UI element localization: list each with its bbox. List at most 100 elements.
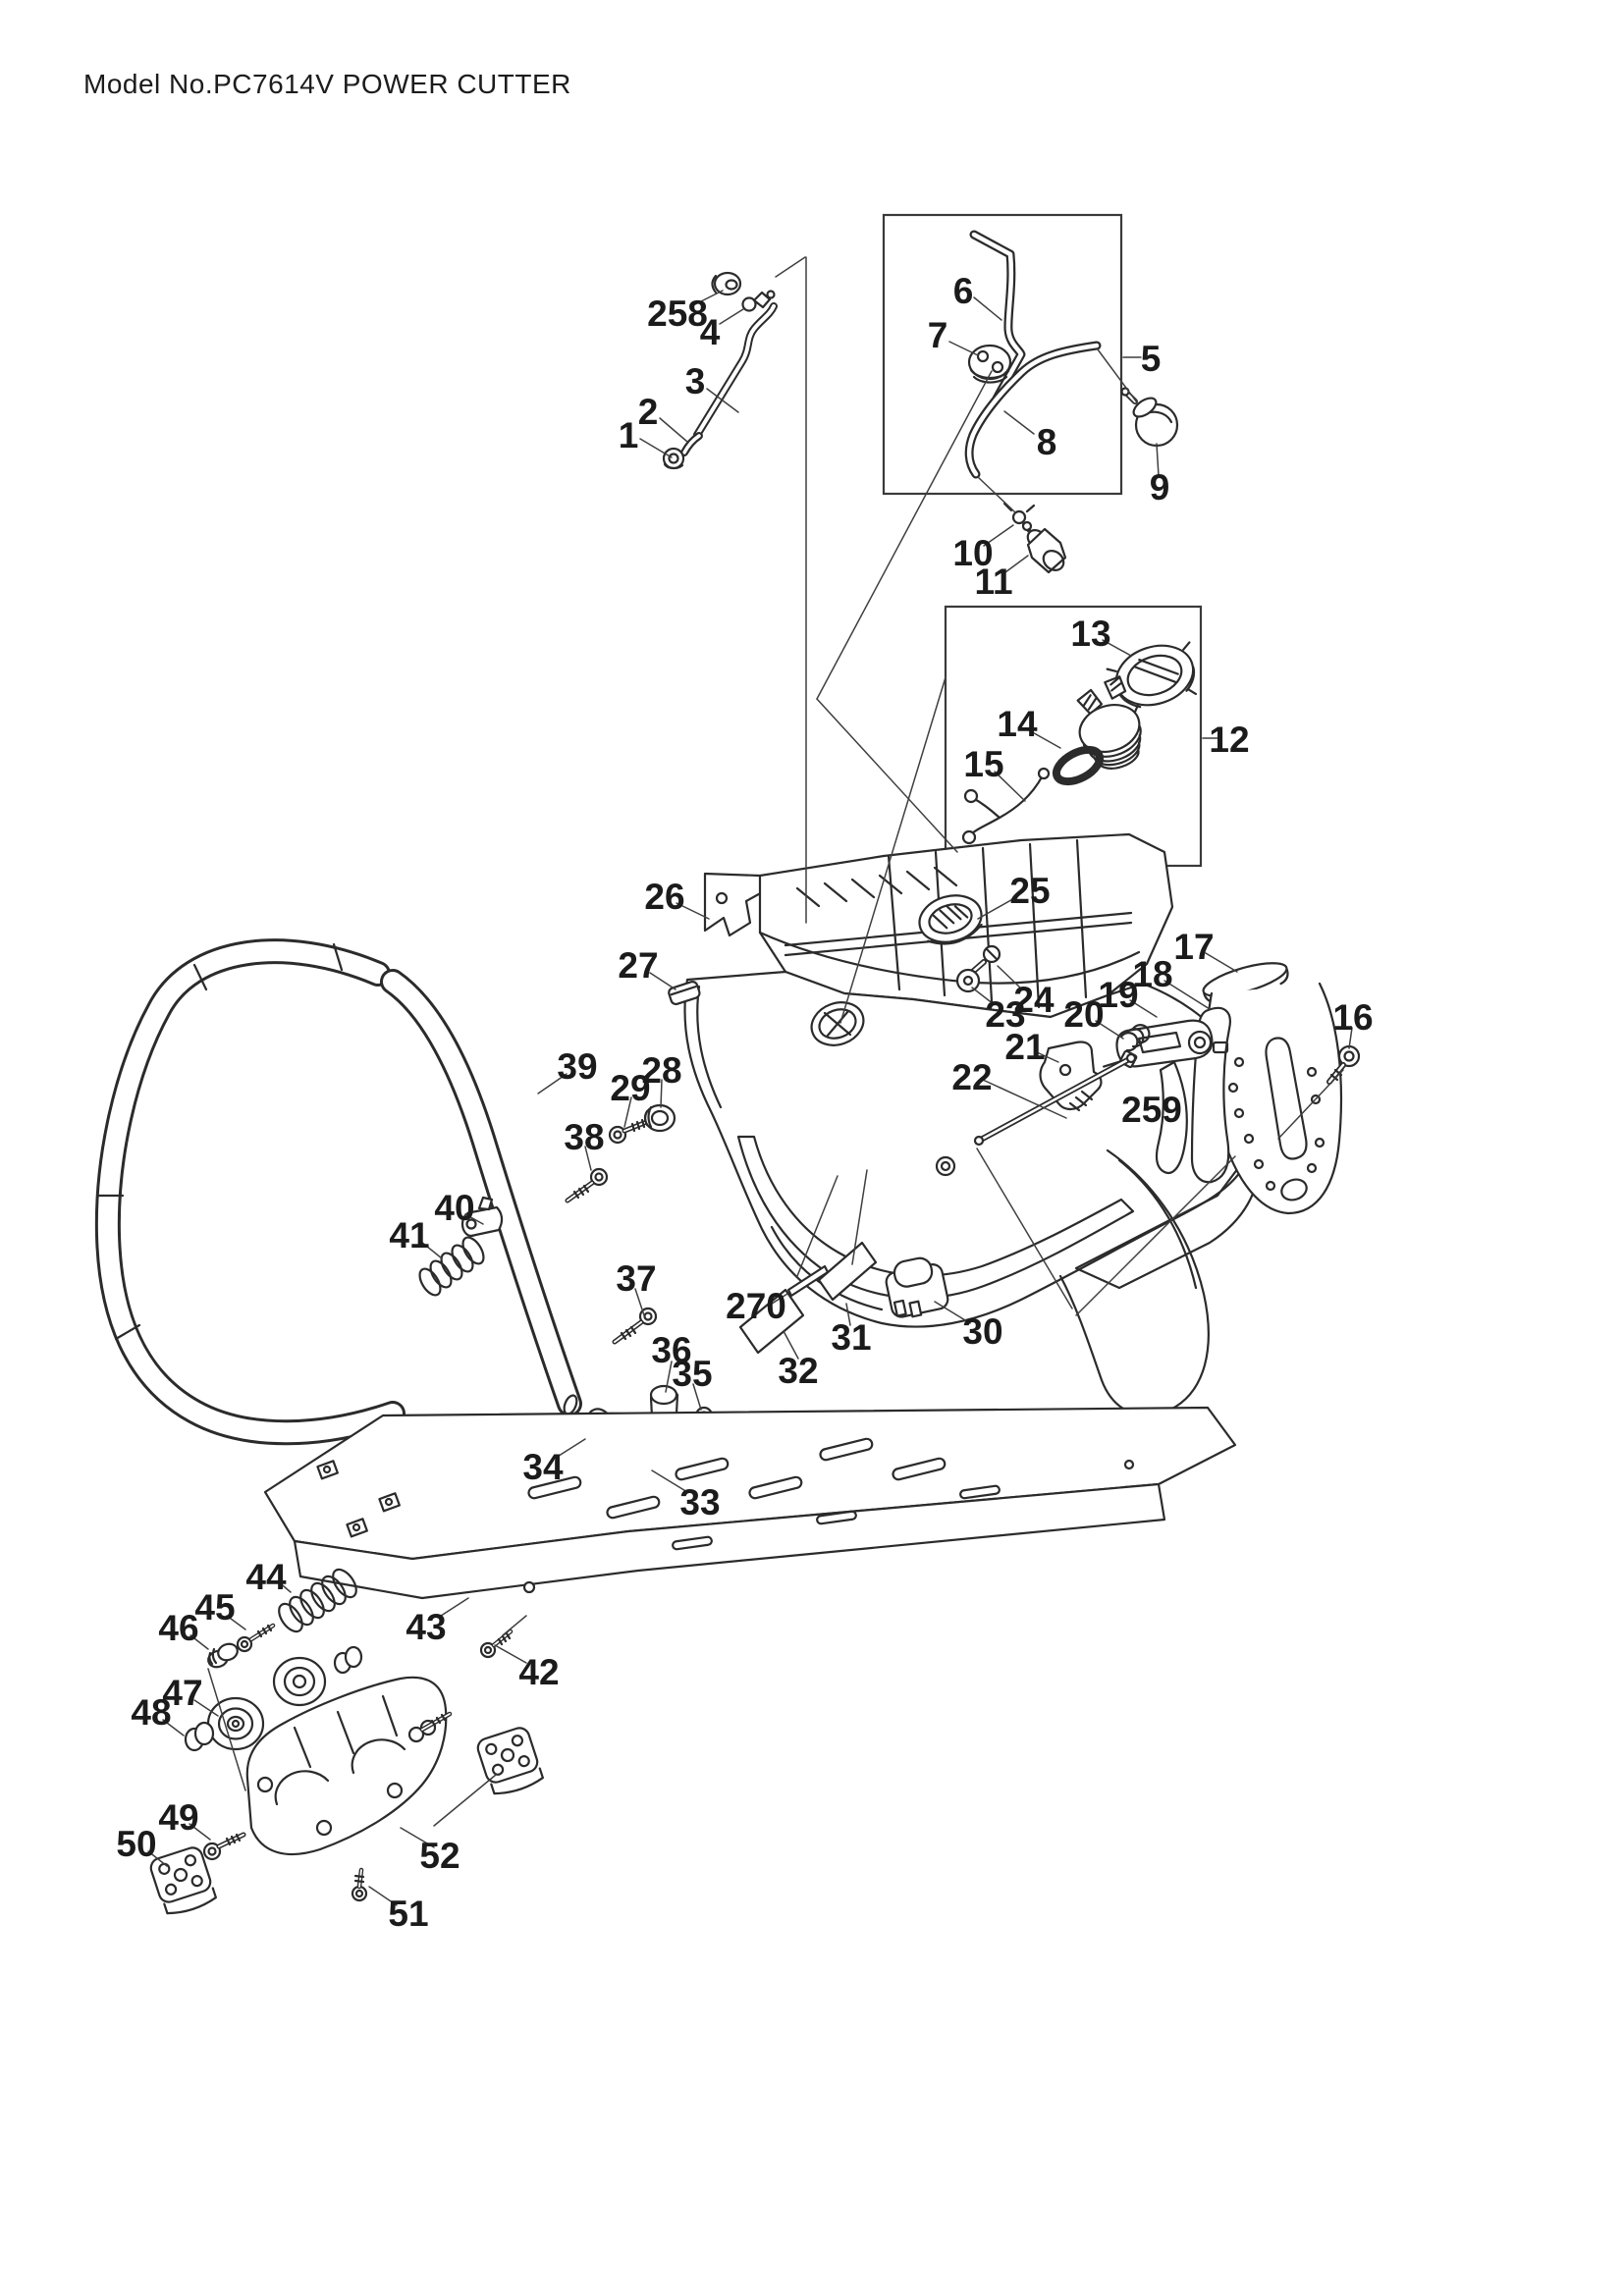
leader-line (623, 1096, 632, 1128)
part-45-screw-head (236, 1635, 253, 1653)
part-15-retainer-cord (968, 774, 1045, 837)
part-label-48: 48 (131, 1692, 171, 1733)
leader-line (584, 1146, 592, 1171)
diagram-shape (816, 1510, 857, 1525)
diagram-shape (500, 1747, 515, 1763)
part-label-32: 32 (778, 1351, 818, 1391)
part-label-37: 37 (616, 1258, 656, 1299)
tank-screw-boss-hole (940, 1160, 951, 1172)
part-22-rod-end-b (973, 1135, 985, 1147)
leader-line (976, 1148, 1073, 1309)
part-47-pulley-hub (226, 1715, 245, 1733)
part-42-screw-head (479, 1641, 497, 1659)
part-15-eyelet-c (963, 788, 979, 804)
diagram-shape (310, 1581, 336, 1613)
part-label-23: 23 (985, 994, 1025, 1035)
shell-hatch (795, 866, 958, 908)
diagram-shape (321, 1575, 347, 1606)
leader-line (845, 1303, 851, 1326)
part-15-eyelet-a (1037, 767, 1051, 780)
leader-line (639, 438, 673, 458)
leader-line (839, 676, 947, 1024)
leader-line (977, 896, 1017, 920)
diagram-shape (1310, 1094, 1322, 1105)
part-label-33: 33 (679, 1482, 720, 1522)
diagram-shape (429, 1259, 453, 1289)
part-258-bushing-bore (725, 279, 738, 291)
diagram-shape (819, 1437, 874, 1462)
leader-line (277, 1580, 292, 1593)
diagram-shape (164, 1883, 178, 1896)
part-label-35: 35 (672, 1354, 712, 1394)
leader-line (692, 1383, 702, 1411)
part-40-fitting-tab (477, 1196, 494, 1211)
part-29-screw-socket (613, 1130, 622, 1140)
diagram-shape (748, 1475, 803, 1500)
part-label-38: 38 (564, 1117, 604, 1157)
part-15-retainer-branch (971, 796, 1001, 820)
leader-line (665, 1361, 673, 1393)
handle-bolt-hole (1280, 1178, 1308, 1201)
part-11-filter-base (1042, 550, 1065, 571)
leader-lines (147, 256, 1353, 1906)
part-label-7: 7 (928, 315, 948, 355)
part-19-pivot-boss (1187, 1030, 1213, 1055)
leader-line (1129, 999, 1158, 1018)
diagram-shape (491, 1763, 505, 1776)
part-270-label-sticker (786, 1264, 830, 1298)
part-label-13: 13 (1070, 614, 1110, 654)
diagram-shape (316, 1460, 339, 1480)
diagram-shape (1306, 1162, 1318, 1174)
leader-line (971, 987, 995, 1005)
part-19-pivot-hole (1193, 1036, 1207, 1049)
part-52-mount-bracket (245, 1676, 448, 1856)
part-label-49: 49 (158, 1797, 198, 1838)
part-label-42: 42 (518, 1652, 559, 1692)
leader-line (719, 308, 744, 325)
part-26-bracket-tabs (703, 872, 766, 937)
diagram-shape (190, 1875, 203, 1888)
part-41-spring (418, 1236, 485, 1297)
leader-line (649, 972, 676, 990)
leader-line (433, 1774, 497, 1827)
diagram-shape (511, 1735, 524, 1747)
handle-vent-holes (1227, 1056, 1325, 1192)
diagram-shape (352, 1522, 361, 1532)
leader-line (1348, 1027, 1353, 1049)
plate-nuts (316, 1460, 401, 1538)
diagram-shape (1233, 1056, 1245, 1068)
leader-line (420, 1241, 443, 1259)
pulley-spacer-face (344, 1645, 363, 1669)
leader-line (676, 902, 710, 920)
part-label-21: 21 (1004, 1027, 1045, 1067)
diagram-shape (299, 1588, 325, 1620)
isolator-body-b (476, 1727, 539, 1784)
part-6-tube-core (971, 232, 1024, 401)
part-4-valve-mid (752, 291, 772, 309)
damper-line (670, 986, 697, 996)
leader-line (189, 1823, 211, 1841)
part-38-bolt-socket (594, 1172, 604, 1182)
vent-hatch (932, 905, 969, 930)
part-label-22: 22 (951, 1057, 992, 1097)
leader-line (226, 1615, 246, 1630)
diagram-shape (517, 1755, 530, 1768)
part-label-3: 3 (685, 361, 706, 401)
leader-line (1036, 1051, 1059, 1063)
part-group-loop-handle (94, 938, 582, 1446)
part-group-fuel-pipe-assembly (662, 271, 778, 470)
leader-line (1075, 1155, 1236, 1316)
cap-prong-a (1076, 688, 1104, 716)
leader-line (634, 1288, 645, 1316)
bracket-hole-c (386, 1782, 404, 1799)
diagram-shape (1243, 1133, 1255, 1145)
leader-line (775, 256, 806, 278)
part-label-36: 36 (651, 1330, 691, 1370)
handle-grip-ends (95, 942, 344, 1341)
cushion-notch-a (893, 1299, 907, 1317)
part-label-16: 16 (1332, 997, 1373, 1038)
part-label-4: 4 (700, 312, 721, 352)
diagram-shape (184, 1854, 197, 1867)
diagram-shape (322, 1465, 332, 1474)
